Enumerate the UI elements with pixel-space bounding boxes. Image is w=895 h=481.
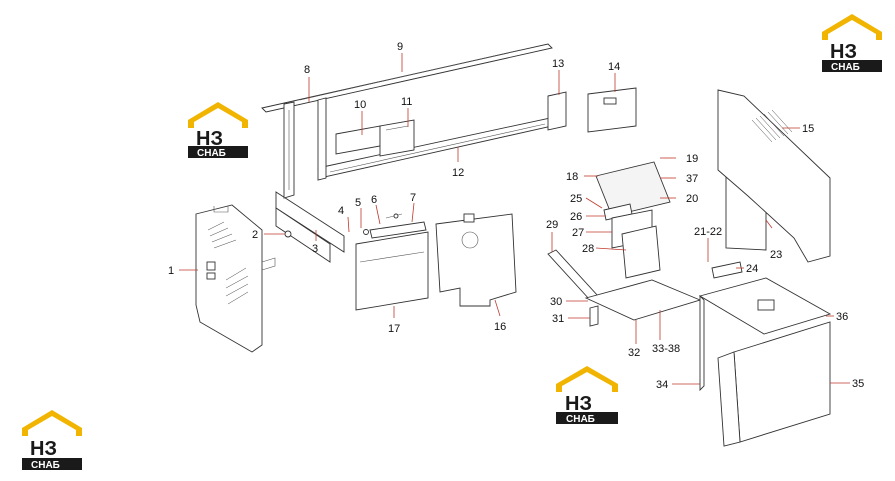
part-13-end-plate	[547, 91, 567, 131]
callout-19: 19	[686, 153, 698, 165]
watermark-logo-bottom-left: НЗ СНАБ	[22, 410, 82, 471]
callout-25: 25	[570, 193, 582, 205]
callout-34: 34	[656, 379, 668, 391]
callout-32: 32	[628, 347, 640, 359]
logo-sub-text: СНАБ	[31, 460, 60, 471]
logo-main-text: НЗ	[30, 438, 57, 460]
logo-sub-text: СНАБ	[566, 414, 595, 425]
callout-20: 20	[686, 193, 698, 205]
part-24-clip	[711, 261, 743, 279]
callout-26: 26	[570, 211, 582, 223]
watermark-logo-left: НЗ СНАБ	[188, 102, 248, 159]
callout-numbers: 1 2 3 4 5 6 7 8 9 10 11 12 13 14 15 16 1…	[168, 41, 864, 391]
callout-14: 14	[608, 61, 620, 73]
part-3-bracket-strip	[275, 191, 345, 263]
callout-7: 7	[410, 192, 416, 204]
callout-12: 12	[452, 167, 464, 179]
part-35-housing	[717, 321, 831, 447]
callout-8: 8	[304, 64, 310, 76]
callout-15: 15	[802, 123, 814, 135]
part-29-rail	[547, 249, 599, 301]
callout-35: 35	[852, 378, 864, 390]
logo-main-text: НЗ	[196, 128, 223, 150]
callout-11: 11	[401, 96, 412, 108]
logo-sub-text: СНАБ	[197, 148, 226, 159]
callout-36: 36	[836, 311, 848, 323]
callout-17: 17	[388, 323, 400, 335]
part-2-bolt	[284, 230, 292, 238]
callout-9: 9	[397, 41, 403, 53]
callout-21-22: 21-22	[694, 226, 722, 238]
logo-sub-text: СНАБ	[831, 62, 860, 73]
part-16-plate	[435, 213, 517, 307]
callout-6: 6	[371, 194, 377, 206]
logo-main-text: НЗ	[830, 41, 857, 63]
callout-24: 24	[746, 263, 758, 275]
callout-1: 1	[168, 265, 174, 277]
part-1-side-panel	[195, 204, 276, 353]
callout-23: 23	[770, 249, 782, 261]
callout-33-38: 33-38	[652, 343, 680, 355]
parts-30-32-base-plate	[584, 279, 702, 327]
callout-27: 27	[572, 227, 584, 239]
part-36-top-deck	[698, 277, 832, 392]
parts-25-28-bracket-set	[603, 203, 661, 279]
callout-10: 10	[354, 99, 366, 111]
part-15-cab-frame	[717, 89, 831, 263]
part-11-bracket	[379, 119, 415, 157]
callout-4: 4	[338, 205, 344, 217]
part-14-panel	[587, 87, 637, 133]
callout-13: 13	[552, 58, 564, 70]
callout-37: 37	[686, 173, 698, 185]
watermark-logo-center: НЗ СНАБ	[556, 366, 618, 425]
watermark-logo-top-right: НЗ СНАБ	[822, 14, 882, 73]
part-8-vertical-post	[283, 101, 295, 199]
callout-16: 16	[494, 321, 506, 333]
callout-30: 30	[550, 296, 562, 308]
part-9-top-rail	[261, 43, 553, 113]
callout-3: 3	[312, 243, 318, 255]
callout-2: 2	[252, 229, 258, 241]
callout-5: 5	[355, 197, 361, 209]
callout-31: 31	[552, 313, 564, 325]
part-10-cover-plate	[335, 125, 381, 155]
leader-lines	[179, 53, 850, 385]
logo-main-text: НЗ	[565, 393, 592, 415]
callout-28: 28	[582, 243, 594, 255]
callout-29: 29	[546, 219, 558, 231]
callout-18: 18	[566, 171, 578, 183]
parts-4-7-hardware	[363, 213, 427, 239]
part-17-panel	[355, 231, 429, 311]
part-18-top-cover	[595, 161, 671, 217]
